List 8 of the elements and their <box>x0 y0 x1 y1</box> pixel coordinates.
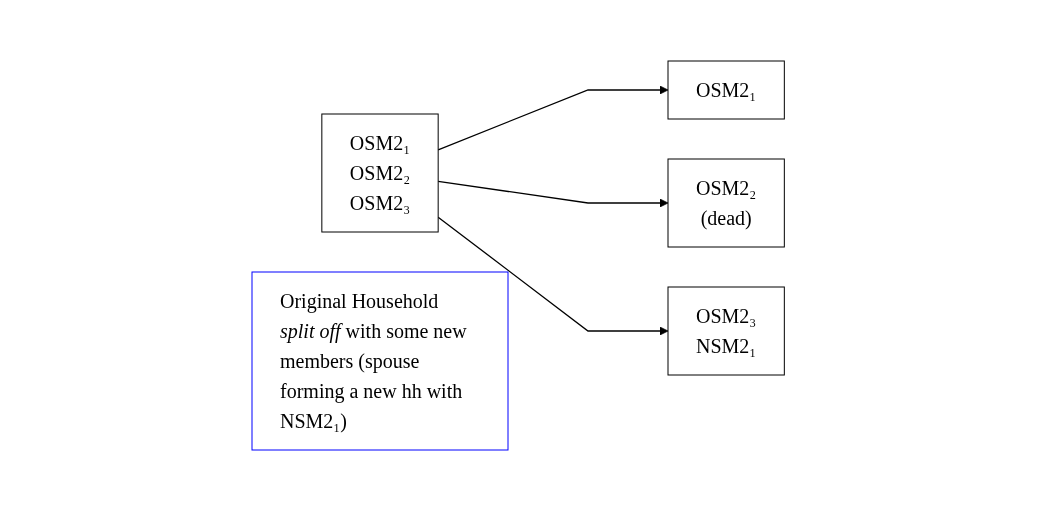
arrow <box>437 180 669 207</box>
node-box: Original Household split off with some new members (spouse forming a new hh with NSM2₁) <box>251 271 509 450</box>
arrow <box>437 216 669 335</box>
node-box: OSM2₂ (dead) <box>667 158 786 247</box>
node-box: OSM2₁ <box>667 60 786 119</box>
node-box: OSM2₁ OSM2₂ OSM2₃ <box>321 113 439 232</box>
node-box: OSM2₃ NSM2₁ <box>667 286 786 375</box>
arrow <box>437 85 669 150</box>
